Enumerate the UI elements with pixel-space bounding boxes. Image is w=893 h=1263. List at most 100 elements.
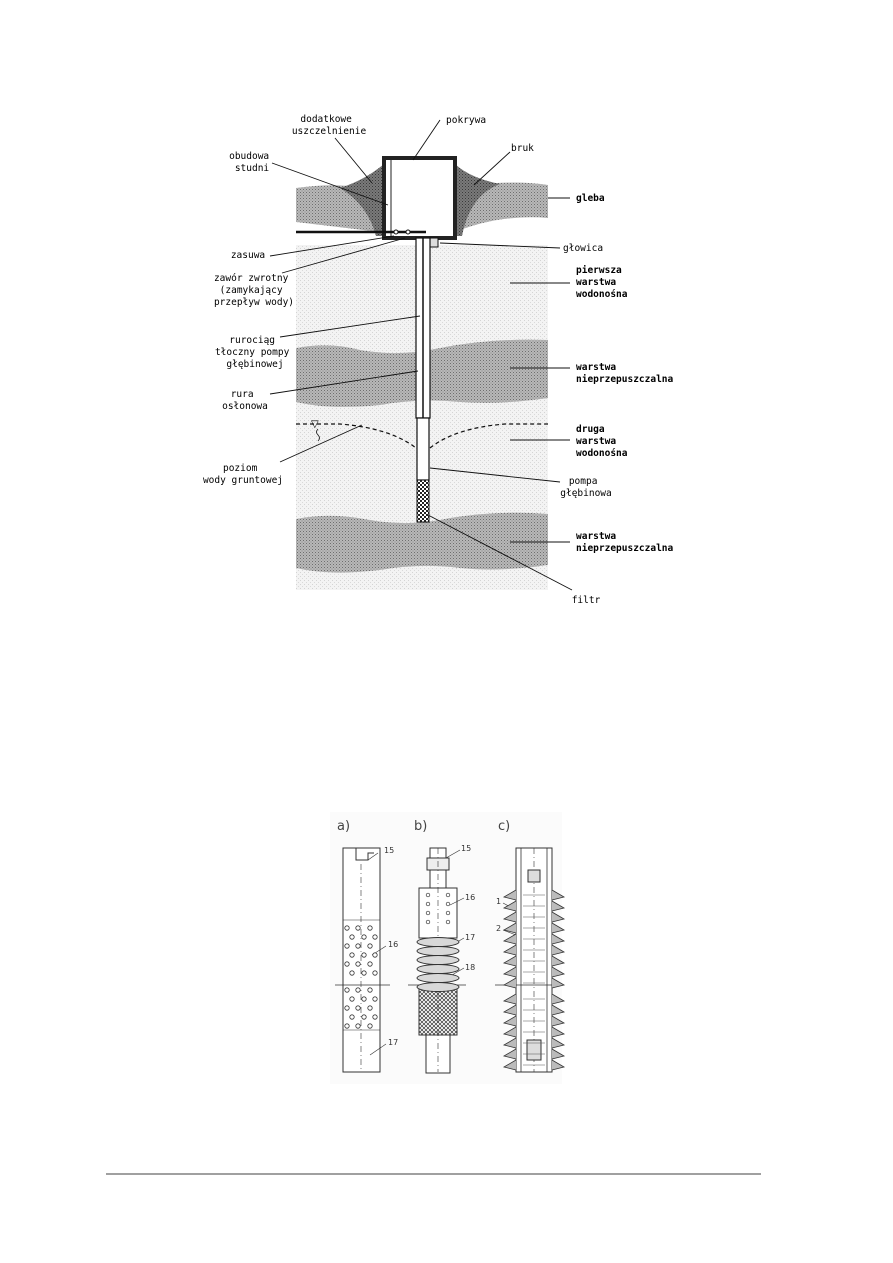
part-number-a-15: 15 — [384, 846, 394, 855]
louvre-tooth — [502, 955, 517, 967]
coil-turn — [416, 946, 460, 956]
part-number-b-17: 17 — [465, 933, 475, 942]
perforation-hole — [355, 987, 361, 993]
louvre-tooth — [502, 900, 517, 912]
louvre-tooth — [502, 966, 517, 978]
label-nieprzepuszczalna-1: warstwa nieprzepuszczalna — [576, 362, 674, 385]
perforation-hole — [425, 901, 431, 907]
louvre-tooth — [502, 1004, 517, 1016]
perforation-hole — [355, 943, 361, 949]
louvre-tooth — [551, 955, 566, 967]
pump-body — [416, 417, 430, 481]
label-rurociag: rurociąg tłoczny pompy głębinowej — [215, 335, 295, 370]
louvre-tooth — [551, 900, 566, 912]
label-gleba: gleba — [576, 193, 605, 204]
perforation-hole — [425, 919, 431, 925]
label-nieprzepuszczalna-2: warstwa nieprzepuszczalna — [576, 531, 674, 554]
check-valve-icon — [405, 229, 411, 235]
louvre-tooth — [502, 944, 517, 956]
perforation-hole — [445, 892, 451, 898]
perforation-hole — [355, 1005, 361, 1011]
louvre-tooth — [502, 1059, 517, 1071]
perforation-hole — [367, 1005, 373, 1011]
filter-b-perforations — [425, 892, 451, 925]
louvre-tooth — [502, 933, 517, 945]
perforation-hole — [349, 1014, 355, 1020]
panel-label-c: c) — [498, 819, 510, 834]
part-number-c-2: 2 — [496, 924, 501, 933]
label-rura: rura osłonowa — [222, 389, 268, 412]
perforation-hole — [367, 943, 373, 949]
label-dodatkowe: dodatkowe uszczelnienie — [292, 114, 367, 137]
perforation-hole — [367, 961, 373, 967]
label-pierwsza: pierwsza warstwa wodonośna — [576, 265, 628, 300]
perforation-hole — [361, 1014, 367, 1020]
louvre-tooth — [551, 889, 566, 901]
part-number-a-17: 17 — [388, 1038, 398, 1047]
panel-label-a: a) — [337, 819, 350, 834]
perforation-hole — [372, 952, 378, 958]
perforation-hole — [355, 925, 361, 931]
label-poziom: poziom wody gruntowej — [203, 463, 283, 486]
louvre-tooth — [551, 1004, 566, 1016]
perforation-hole — [445, 910, 451, 916]
louvre-tooth — [551, 933, 566, 945]
label-obudowa: obudowa studni — [229, 151, 275, 174]
panel-label-b: b) — [414, 819, 427, 834]
leader-lines — [269, 119, 573, 591]
label-pokrywa: pokrywa — [446, 115, 486, 126]
perforation-hole — [445, 919, 451, 925]
filter-screen — [416, 479, 430, 523]
perforation-hole — [355, 961, 361, 967]
perforation-hole — [372, 934, 378, 940]
filter-a-perforations — [344, 925, 378, 1029]
louvre-tooth — [502, 889, 517, 901]
perforation-hole — [349, 952, 355, 958]
louvre-tooth — [551, 1048, 566, 1060]
perforation-hole — [372, 1014, 378, 1020]
perforation-hole — [367, 925, 373, 931]
perforation-hole — [355, 1023, 361, 1029]
part-number-a-16: 16 — [388, 940, 398, 949]
label-pompa: pompa głębinowa — [560, 476, 611, 499]
louvre-tooth — [551, 911, 566, 923]
water-level-squiggle — [316, 428, 320, 442]
water-table-line — [296, 423, 548, 449]
louvre-tooth — [502, 922, 517, 934]
louvre-tooth — [502, 911, 517, 923]
seal-left — [340, 164, 384, 236]
louvre-tooth — [551, 944, 566, 956]
perforation-hole — [349, 970, 355, 976]
perforation-hole — [425, 892, 431, 898]
impermeable-layer-2 — [296, 512, 548, 573]
louvre-tooth — [502, 1015, 517, 1027]
coil-turn — [416, 964, 460, 974]
louvre-tooth — [502, 993, 517, 1005]
perforation-hole — [361, 952, 367, 958]
louvre-tooth — [551, 1037, 566, 1049]
perforation-hole — [361, 970, 367, 976]
perforation-hole — [367, 987, 373, 993]
seal-right — [455, 164, 500, 236]
louvre-tooth — [551, 1015, 566, 1027]
louvre-tooth — [502, 1026, 517, 1038]
filter-a-drawing — [335, 847, 390, 1073]
louvre-tooth — [551, 922, 566, 934]
perforation-hole — [344, 987, 350, 993]
perforation-hole — [361, 934, 367, 940]
filter-c-louvres — [502, 889, 566, 1071]
perforation-hole — [425, 910, 431, 916]
label-bruk: bruk — [511, 143, 534, 154]
perforation-hole — [349, 996, 355, 1002]
perforation-hole — [344, 925, 350, 931]
label-zawor: zawór zwrotny (zamykający przepływ wody) — [214, 273, 294, 308]
perforation-hole — [344, 943, 350, 949]
filters-figure: a) b) c) — [330, 812, 566, 1084]
louvre-tooth — [551, 966, 566, 978]
label-glowica: głowica — [563, 243, 603, 254]
perforation-hole — [367, 1023, 373, 1029]
perforation-hole — [349, 934, 355, 940]
louvre-tooth — [502, 1048, 517, 1060]
part-number-b-18: 18 — [465, 963, 475, 972]
